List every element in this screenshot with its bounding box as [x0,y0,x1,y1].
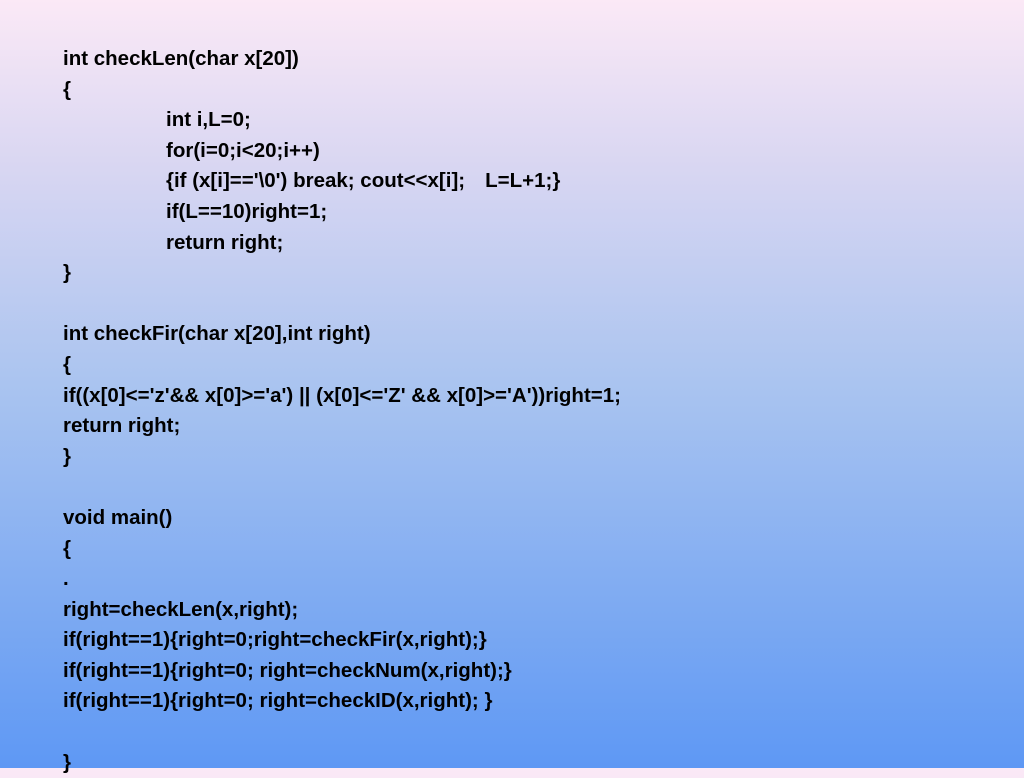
code-line-5-part-b: L=L+1;} [485,169,561,193]
code-line-13: } [63,444,71,468]
code-block: int checkLen(char x[20]) { int i,L=0; fo… [63,44,621,778]
code-line-14: void main() [63,505,173,529]
code-line-18: if(right==1){right=0;right=checkFir(x,ri… [63,628,487,652]
code-line-21: } [63,750,71,774]
code-line-blank-2 [63,472,621,503]
code-line-6: if(L==10)right=1; [166,199,328,223]
code-line-3: int i,L=0; [166,108,251,132]
code-line-19: if(right==1){right=0; right=checkNum(x,r… [63,658,512,682]
code-line-2: { [63,77,71,101]
code-line-5: {if (x[i]=='\0') break; cout<<x[i]; L=L+1… [63,166,621,197]
code-line-1: int checkLen(char x[20]) [63,47,299,70]
code-line-11: if((x[0]<='z'&& x[0]>='a') || (x[0]<='Z'… [63,383,621,407]
code-line-16: . [63,567,69,591]
code-line-15: { [63,536,71,560]
code-line-10: { [63,352,71,376]
code-line-blank-3 [63,717,621,748]
code-line-9: int checkFir(char x[20],int right) [63,322,371,346]
code-line-17: right=checkLen(x,right); [63,597,299,621]
code-line-8: } [63,261,71,285]
code-line-blank-1 [63,289,621,320]
code-line-5-part-a: {if (x[i]=='\0') break; cout<<x[i]; [166,169,466,193]
code-line-7: return right; [166,230,284,254]
code-line-12: return right; [63,414,181,438]
code-line-4: for(i=0;i<20;i++) [166,138,320,162]
code-line-20: if(right==1){right=0; right=checkID(x,ri… [63,689,493,713]
